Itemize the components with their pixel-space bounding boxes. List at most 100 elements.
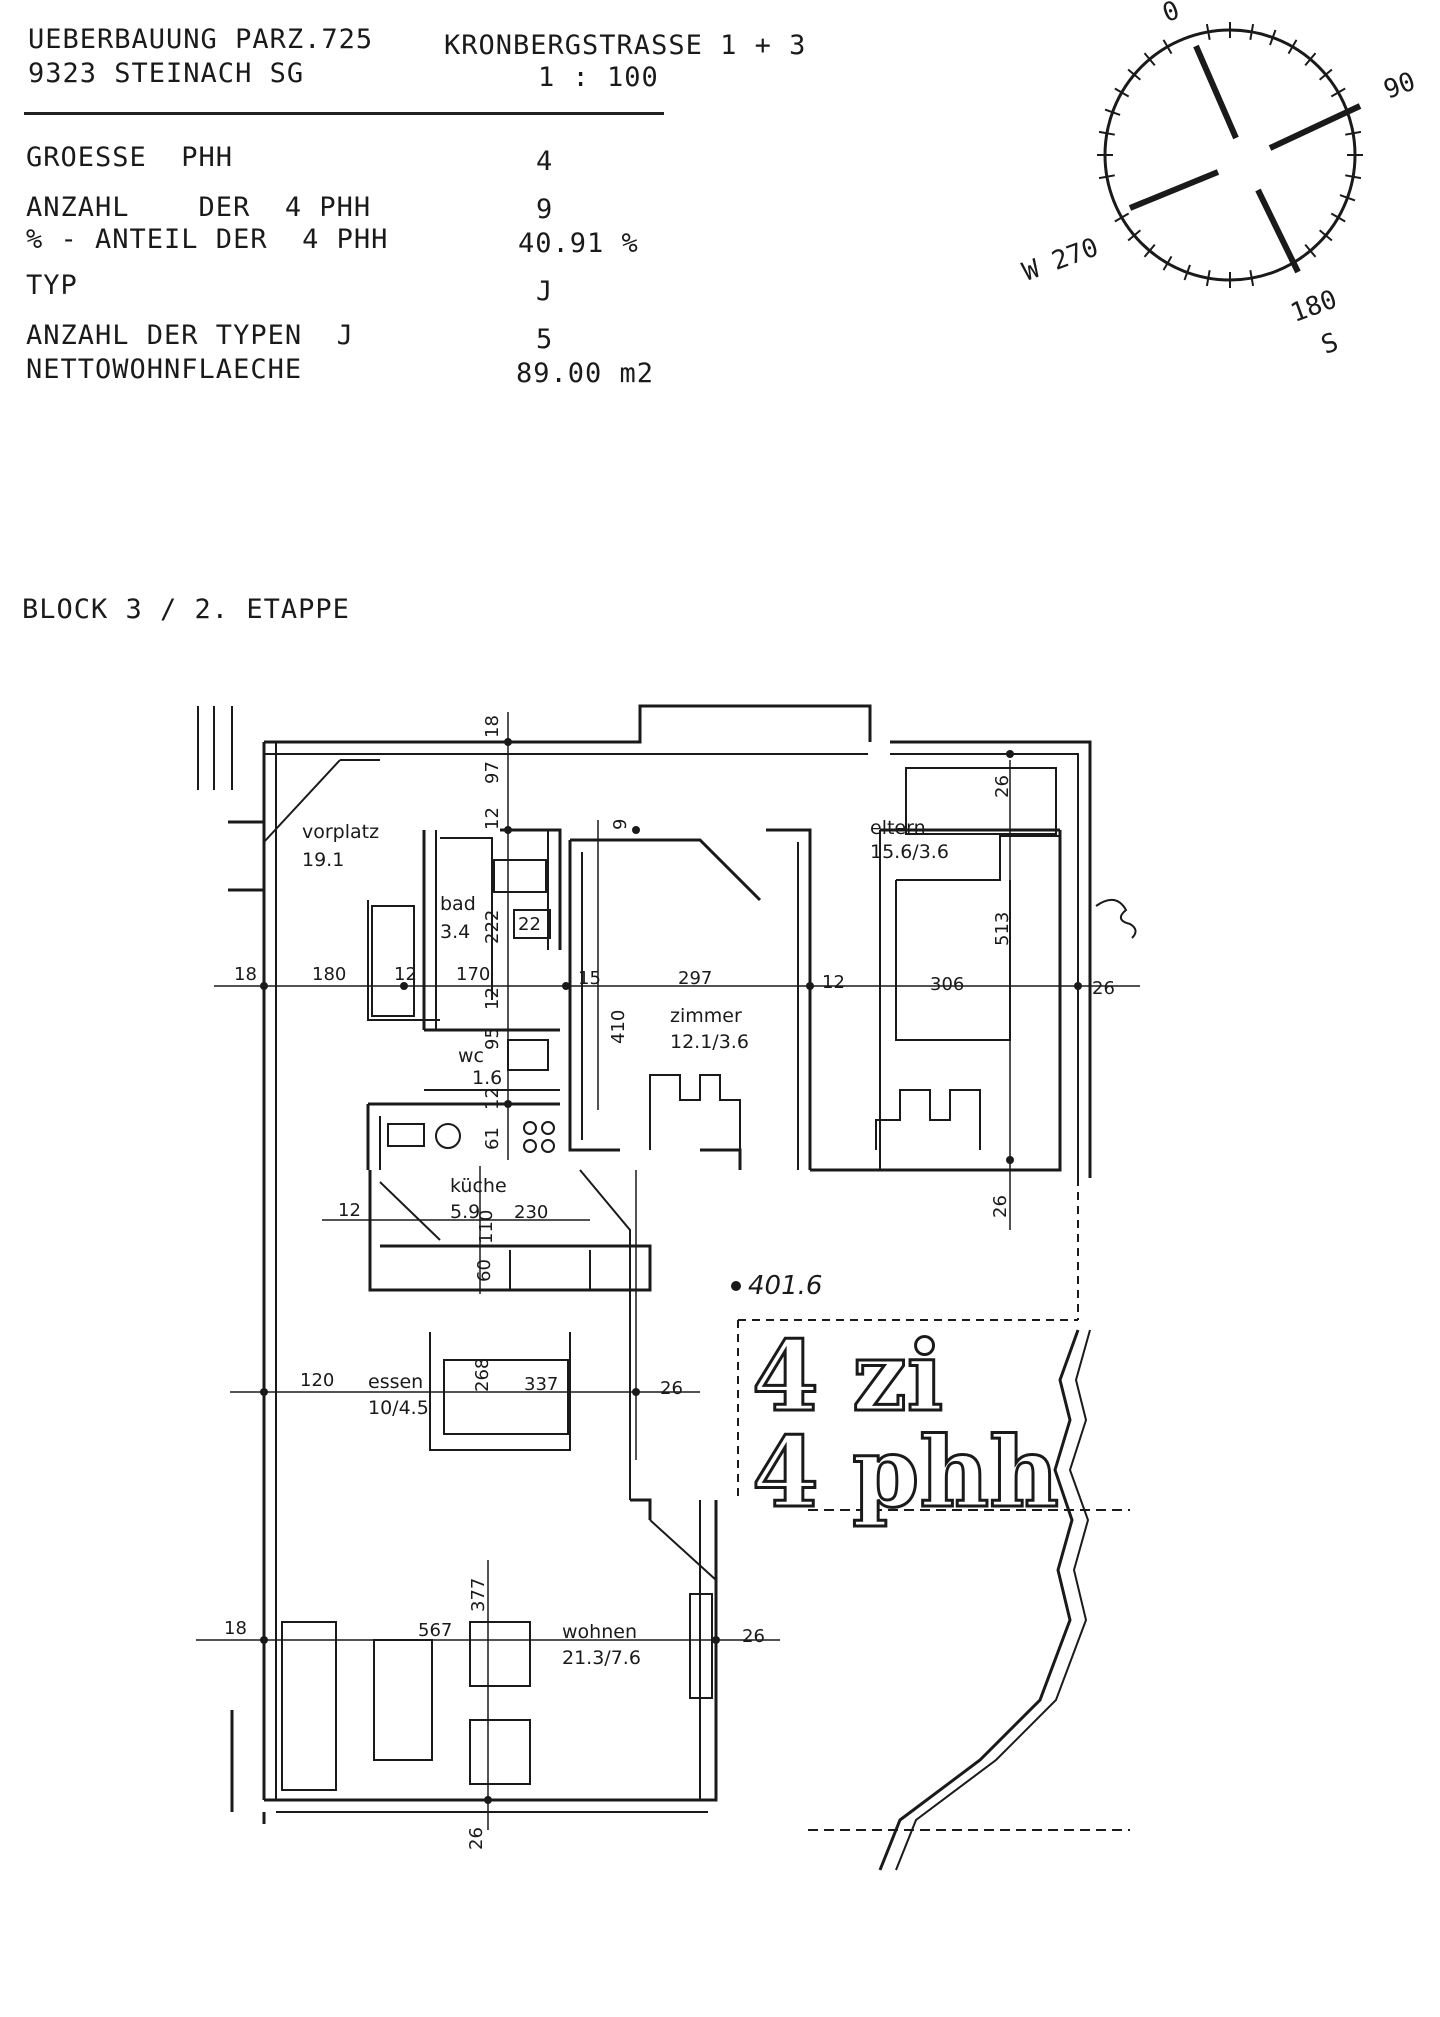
dim-22: 22 [518,914,541,935]
dimension-node [1006,1156,1014,1164]
compass-tick [1114,87,1130,98]
dim-567: 567 [418,1620,452,1641]
compass-tick [1114,212,1130,223]
compass-west-label: W 270 [1019,233,1103,288]
room-wohnen-name: wohnen [562,1621,637,1643]
dimension-node [260,982,268,990]
dim-26-d: 26 [660,1378,683,1399]
dimension-node [1074,982,1082,990]
street-name: KRONBERGSTRASSE 1 + 3 [444,30,807,61]
compass-tick [1127,229,1142,242]
dim-170: 170 [456,964,490,985]
compass-tick [1287,39,1298,55]
room-essen-name: essen [368,1371,423,1393]
room-essen-area: 10/4.5 [368,1397,429,1419]
size-label: GROESSE PHH [26,142,234,173]
dim-297: 297 [678,968,712,989]
elevation-marker-icon [731,1281,741,1291]
compass-tick [1162,39,1173,55]
compass-tick [1345,174,1362,180]
walls [197,704,1137,1871]
compass-tick [1339,194,1356,202]
dim-26-b: 26 [1092,978,1115,999]
dim-26-e: 26 [742,1626,765,1647]
dim-26-a: 26 [992,775,1013,798]
dimension-node [806,982,814,990]
type-value: J [536,276,554,307]
dimension-node [260,1636,268,1644]
compass-tick [1330,87,1346,98]
dimension-node [504,1100,512,1108]
compass-tick [1318,229,1333,242]
share-label: % - ANTEIL DER 4 PHH [26,224,389,255]
dim-12-c: 12 [822,972,845,993]
dim-61: 61 [482,1127,503,1150]
plan-scale: 1 : 100 [538,62,659,93]
project-location: 9323 STEINACH SG [28,58,305,89]
dim-180: 180 [312,964,346,985]
compass-tick [1249,23,1255,40]
dim-26-f: 26 [466,1827,487,1850]
room-zimmer-name: zimmer [670,1005,742,1027]
dim-12-d: 12 [482,987,503,1010]
dimension-node [712,1636,720,1644]
dim-513: 513 [992,912,1013,946]
compass-rose-icon [1097,22,1363,288]
compass-east-label: 90 [1380,67,1420,106]
dim-95: 95 [482,1027,503,1050]
dimension-lines [196,712,1140,1830]
size-value: 4 [536,146,554,177]
count-label: ANZAHL DER 4 PHH [26,192,372,223]
dim-222: 222 [482,910,503,944]
dim-18-top: 18 [482,715,503,738]
compass-tick [1269,29,1277,46]
compass-tick [1345,130,1362,136]
dimension-node [632,826,640,834]
dim-12-e: 12 [482,1087,503,1110]
dim-230: 230 [514,1202,548,1223]
dim-15: 15 [578,968,601,989]
count-value: 9 [536,194,554,225]
room-kueche-area: 5.9 [450,1201,480,1223]
elevation-label: 401.6 [748,1271,822,1301]
compass-south-label: S [1317,327,1342,361]
net-area-label: NETTOWOHNFLAECHE [26,354,303,385]
room-bad-name: bad [440,893,476,915]
compass-north-label: 0 [1159,0,1184,29]
dimension-node [504,738,512,746]
dim-18-bottom: 18 [224,1618,247,1639]
compass-tick [1330,212,1346,223]
room-wc-area: 1.6 [472,1067,502,1089]
compass-tick [1205,270,1211,287]
type-label: TYP [26,270,78,301]
compass-tick [1098,130,1115,136]
dim-12-b: 12 [394,964,417,985]
project-name: UEBERBAUUNG PARZ.725 [28,24,374,55]
logo-line-1: 4 zi [752,1320,943,1433]
room-kueche-name: küche [450,1175,507,1197]
dim-60: 60 [474,1259,495,1282]
dimension-node [260,1388,268,1396]
room-vorplatz-area: 19.1 [302,849,344,871]
dim-410: 410 [608,1010,629,1044]
dim-120: 120 [300,1370,334,1391]
dim-268: 268 [472,1358,493,1392]
compass-south-deg-label: 180 [1287,285,1341,329]
compass-tick [1205,23,1211,40]
compass-tick [1183,264,1191,281]
dimension-node [484,1796,492,1804]
dimension-node [562,982,570,990]
dimension-node [632,1388,640,1396]
dim-97: 97 [482,761,503,784]
block-title: BLOCK 3 / 2. ETAPPE [22,594,350,625]
compass-tick [1098,174,1115,180]
compass-tick [1143,243,1156,258]
dimension-node [400,982,408,990]
room-eltern-area: 15.6/3.6 [870,841,949,863]
room-vorplatz-name: vorplatz [302,821,379,843]
dim-110: 110 [476,1210,497,1244]
dim-12-a: 12 [482,807,503,830]
type-count-value: 5 [536,324,554,355]
type-count-label: ANZAHL DER TYPEN J [26,320,354,351]
